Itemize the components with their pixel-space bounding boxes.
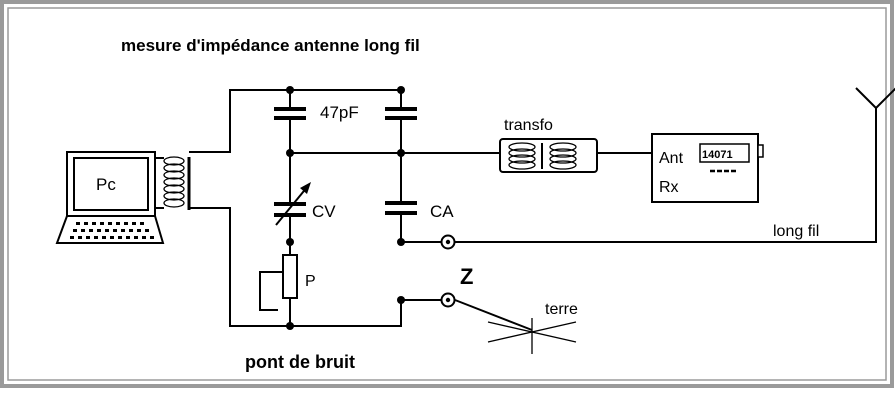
pc-icon xyxy=(55,151,165,244)
diagram-title: mesure d'impédance antenne long fil xyxy=(121,36,420,55)
bridge-caption: pont de bruit xyxy=(245,352,355,372)
antenna-top-icon xyxy=(855,87,895,109)
ca-label: CA xyxy=(430,202,454,221)
bottom-bus-wire xyxy=(189,207,402,327)
transfo-label: transfo xyxy=(504,117,553,134)
antenna-terminal-icon xyxy=(440,234,456,250)
cv-label: CV xyxy=(312,202,336,221)
transfo-icon xyxy=(499,138,598,173)
long-wire-antenna xyxy=(455,108,877,243)
ground-symbol-icon xyxy=(487,318,577,354)
pc-to-transformer-wires xyxy=(155,157,164,209)
junction-dots xyxy=(286,86,405,330)
pc-transformer-icon xyxy=(163,156,191,210)
receiver-icon xyxy=(651,133,764,203)
pc-label: Pc xyxy=(96,175,116,194)
ground-terminal-icon xyxy=(440,292,456,308)
potentiometer-icon xyxy=(282,254,298,299)
rx-label: Rx xyxy=(659,179,679,196)
pot-wiper-wire xyxy=(259,271,290,311)
cap-47pf-label: 47pF xyxy=(320,103,359,122)
top-bus-wire xyxy=(189,89,402,153)
ground-wire xyxy=(454,299,533,331)
capacitor-47pf-right-icon xyxy=(385,107,417,120)
right-branch-wire xyxy=(400,119,441,243)
long-fil-label: long fil xyxy=(773,223,819,240)
terre-label: terre xyxy=(545,301,578,318)
ant-label: Ant xyxy=(659,150,684,167)
frequency-display: 14071 xyxy=(702,149,733,161)
variable-capacitor-icon xyxy=(274,182,311,226)
capacitor-47pf-left-icon xyxy=(274,107,306,120)
p-label: P xyxy=(305,273,316,290)
inner-frame xyxy=(7,7,887,381)
capacitor-ca-icon xyxy=(385,201,417,215)
z-label: Z xyxy=(460,264,473,289)
